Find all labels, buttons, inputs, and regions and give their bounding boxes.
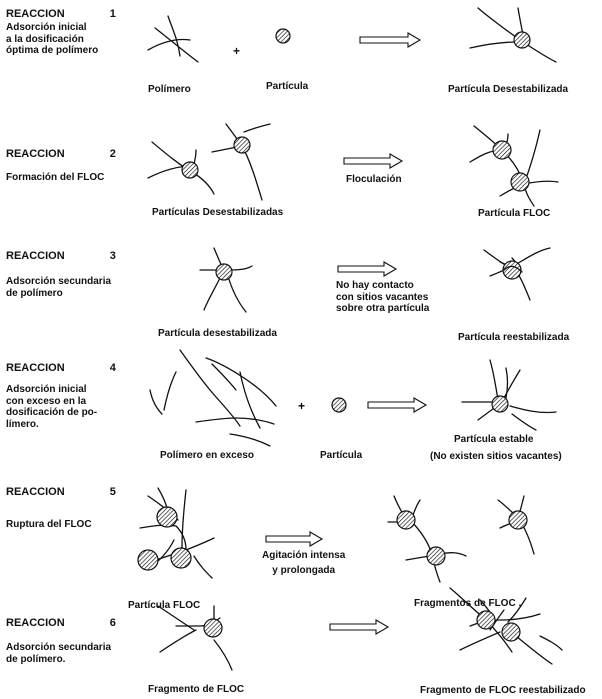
r4-particle-icon — [332, 398, 346, 412]
r6-label: REACCION — [6, 617, 65, 629]
r6-description: Adsorción secundaria de polímero. — [6, 642, 111, 665]
r5-caption-fragments: Fragmentos de FLOC . — [414, 598, 521, 610]
r4-caption-stable: Partícula estable — [454, 434, 533, 446]
r1-operator: + — [233, 44, 240, 58]
r1-caption-destabilized: Partícula Desestabilizada — [448, 84, 568, 96]
r2-label: REACCION — [6, 148, 65, 160]
r4-plus-icon: + — [298, 399, 305, 413]
r1-caption-particle: Partícula — [266, 81, 308, 93]
r6-caption-restabilized: Fragmento de FLOC reestabilizado — [420, 685, 586, 697]
r3-destabilized-particle-icon — [200, 248, 252, 312]
r2-caption-floc: Partícula FLOC — [478, 208, 550, 220]
r2-arrow-icon — [344, 154, 402, 168]
r3-caption-restabilized: Partícula reestabilizada — [458, 332, 569, 344]
r1-destabilized-particle-icon — [470, 8, 556, 62]
r1-description: Adsorción inicial a la dosificación ópti… — [6, 22, 98, 57]
r5-arrow-label: Agitación intensa y prolongada — [262, 548, 345, 578]
r3-number: 3 — [110, 250, 116, 262]
r2-arrow-label: Floculación — [346, 174, 402, 186]
r5-number: 5 — [110, 486, 116, 498]
r1-particle-icon — [276, 29, 290, 43]
r4-arrow-icon — [368, 398, 426, 412]
r5-label: REACCION — [6, 486, 65, 498]
r1-arrow-icon — [360, 33, 420, 47]
r4-header: REACCION 4 — [6, 362, 116, 375]
r1-polymer-icon — [148, 16, 198, 62]
r3-restabilized-particle-icon — [484, 248, 550, 300]
r6-caption-fragment: Fragmento de FLOC — [148, 684, 244, 696]
r2-floc-icon — [470, 126, 558, 206]
r4-caption-no-sites: (No existen sitios vacantes) — [430, 451, 562, 463]
r6-floc-fragment-icon — [158, 606, 232, 670]
r5-header: REACCION 5 — [6, 486, 116, 499]
r1-number: 1 — [110, 8, 116, 20]
r3-arrow-label: No hay contacto con sitios vacantes sobr… — [336, 280, 429, 315]
r3-caption-destabilized: Partícula desestabilizada — [158, 328, 277, 340]
r6-number: 6 — [110, 617, 116, 629]
r2-particle-b-icon — [212, 124, 270, 200]
r5-fragments-icon — [388, 496, 534, 582]
r3-arrow-icon — [338, 262, 396, 276]
r5-floc-particle-icon — [138, 488, 214, 578]
r3-label: REACCION — [6, 250, 65, 262]
r3-header: REACCION 3 — [6, 250, 116, 263]
r2-number: 2 — [110, 148, 116, 160]
r6-arrow-icon — [330, 620, 388, 634]
r4-stable-particle-icon — [462, 360, 556, 430]
r2-particle-a-icon — [148, 142, 214, 194]
r5-caption-floc: Partícula FLOC — [128, 600, 200, 612]
r4-number: 4 — [110, 362, 116, 374]
r5-arrow-icon — [266, 532, 322, 546]
r2-description: Formación del FLOC — [6, 172, 104, 184]
r4-caption-polymer-excess: Polímero en exceso — [160, 450, 254, 462]
r2-header: REACCION 2 — [6, 148, 116, 161]
r4-description: Adsorción inicial con exceso en la dosif… — [6, 384, 97, 430]
r1-caption-polymer: Polímero — [148, 84, 191, 96]
r1-header: REACCION 1 — [6, 8, 116, 21]
r5-description: Ruptura del FLOC — [6, 519, 92, 531]
r4-caption-particle: Partícula — [320, 450, 362, 462]
r6-header: REACCION 6 — [6, 617, 116, 630]
r2-caption-particles: Partículas Desestabilizadas — [152, 207, 283, 219]
r4-label: REACCION — [6, 362, 65, 374]
r3-description: Adsorción secundaria de polímero — [6, 276, 111, 299]
r4-polymer-excess-icon — [150, 350, 276, 446]
r1-label: REACCION — [6, 8, 65, 20]
